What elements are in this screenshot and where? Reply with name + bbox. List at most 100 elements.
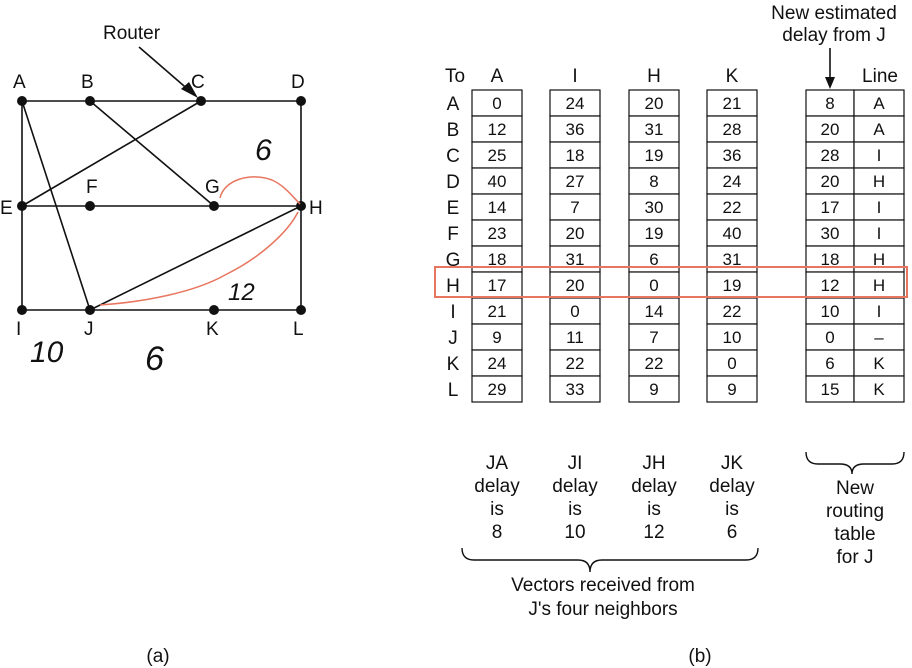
delay-caption-line: JA: [486, 453, 509, 474]
vector-value: 21: [723, 94, 742, 113]
vector-value: 17: [488, 276, 507, 295]
node-label-f: F: [86, 177, 98, 198]
vector-cell: [706, 219, 758, 247]
vector-cell: [471, 297, 523, 325]
neighbor-header-k: K: [726, 66, 739, 87]
neighbor-vectors: 0122540142318172192429243618277203120011…: [471, 89, 758, 403]
vector-value: 19: [645, 146, 664, 165]
new-line-value: A: [873, 120, 885, 139]
new-delay-cell: [805, 141, 855, 169]
vector-value: 11: [566, 328, 584, 347]
vector-value: 9: [649, 380, 658, 399]
new-line-cell: [853, 323, 905, 351]
node-label-j: J: [84, 319, 94, 340]
new-delay-value: 30: [821, 224, 840, 243]
node-label-a: A: [13, 72, 26, 93]
vector-value: 36: [566, 120, 585, 139]
new-line-cell: [853, 271, 905, 299]
node-d: [296, 96, 306, 106]
vector-value: 27: [566, 172, 585, 191]
table-caption-line: routing: [826, 501, 884, 522]
vector-cell: [706, 297, 758, 325]
delay-caption-line: 10: [564, 522, 585, 543]
vector-value: 0: [649, 276, 658, 295]
new-line-cell: [853, 297, 905, 325]
table-brace: [805, 451, 905, 475]
table-caption-line: table: [834, 524, 875, 545]
router-nodes: [17, 96, 306, 315]
delay-caption-line: JH: [642, 453, 665, 474]
vector-value: 19: [723, 276, 742, 295]
vector-cell: [549, 115, 601, 143]
node-label-i: I: [16, 319, 21, 340]
vector-cell: [471, 375, 523, 403]
destination-label: B: [447, 120, 460, 141]
vector-cell: [628, 349, 680, 377]
destination-label: K: [447, 354, 460, 375]
vector-value: 36: [723, 146, 742, 165]
vector-cell: [628, 141, 680, 169]
new-delay-value: 12: [821, 276, 840, 295]
router-label: Router: [103, 23, 161, 44]
node-h: [296, 201, 306, 211]
new-delay-cell: [805, 271, 855, 299]
vector-value: 21: [488, 302, 507, 321]
vectors-brace: [461, 547, 759, 573]
vector-value: 40: [723, 224, 742, 243]
node-label-l: L: [293, 319, 304, 340]
note-arrow: [825, 48, 835, 89]
handwritten-numbers: 6 12 10 6: [30, 134, 272, 378]
vector-cell: [471, 349, 523, 377]
node-label-c: C: [191, 72, 205, 93]
delay-caption-line: delay: [709, 476, 755, 497]
new-delay-value: 17: [821, 198, 840, 217]
node-l: [296, 305, 306, 315]
vector-value: 31: [645, 120, 664, 139]
vector-value: 12: [488, 120, 507, 139]
node-c: [196, 96, 206, 106]
vector-value: 0: [492, 94, 501, 113]
table-caption-line: New: [836, 478, 874, 499]
delay-caption-line: 12: [643, 522, 664, 543]
node-f: [85, 201, 95, 211]
vectors-caption: Vectors received from J's four neighbors: [511, 575, 695, 620]
table-caption-line: for J: [837, 547, 874, 568]
routing-tables: New estimated delay from J To A I H K Li…: [434, 3, 908, 620]
destination-label: L: [448, 380, 459, 401]
node-labels: A B C D E F G H I J K L: [0, 72, 323, 340]
vector-value: 18: [566, 146, 585, 165]
new-line-value: A: [873, 94, 885, 113]
delay-caption-line: JK: [721, 453, 744, 474]
network-graph: A B C D E F G H I J K L Router 6 12 10 6: [0, 23, 323, 378]
vector-cell: [628, 375, 680, 403]
node-k: [209, 305, 219, 315]
destination-label: A: [447, 94, 460, 115]
vector-value: 40: [488, 172, 507, 191]
network-links: [21, 100, 302, 311]
delay-caption-line: is: [568, 499, 582, 520]
delay-caption-line: is: [647, 499, 661, 520]
new-line-cell: [853, 115, 905, 143]
vector-value: 7: [649, 328, 658, 347]
node-label-e: E: [0, 198, 13, 219]
new-line-value: K: [873, 380, 885, 399]
vector-value: 0: [727, 354, 736, 373]
handwritten-annotations: [99, 176, 301, 306]
new-line-value: I: [877, 146, 882, 165]
new-delay-value: 8: [825, 94, 834, 113]
vector-value: 6: [649, 250, 658, 269]
delay-caption-line: delay: [552, 476, 598, 497]
new-delay-value: 20: [821, 120, 840, 139]
vector-value: 31: [723, 250, 742, 269]
destination-label: I: [450, 302, 455, 323]
destination-label: D: [446, 172, 460, 193]
new-delay-cell: [805, 193, 855, 221]
vector-value: 14: [488, 198, 507, 217]
vector-value: 20: [566, 276, 585, 295]
